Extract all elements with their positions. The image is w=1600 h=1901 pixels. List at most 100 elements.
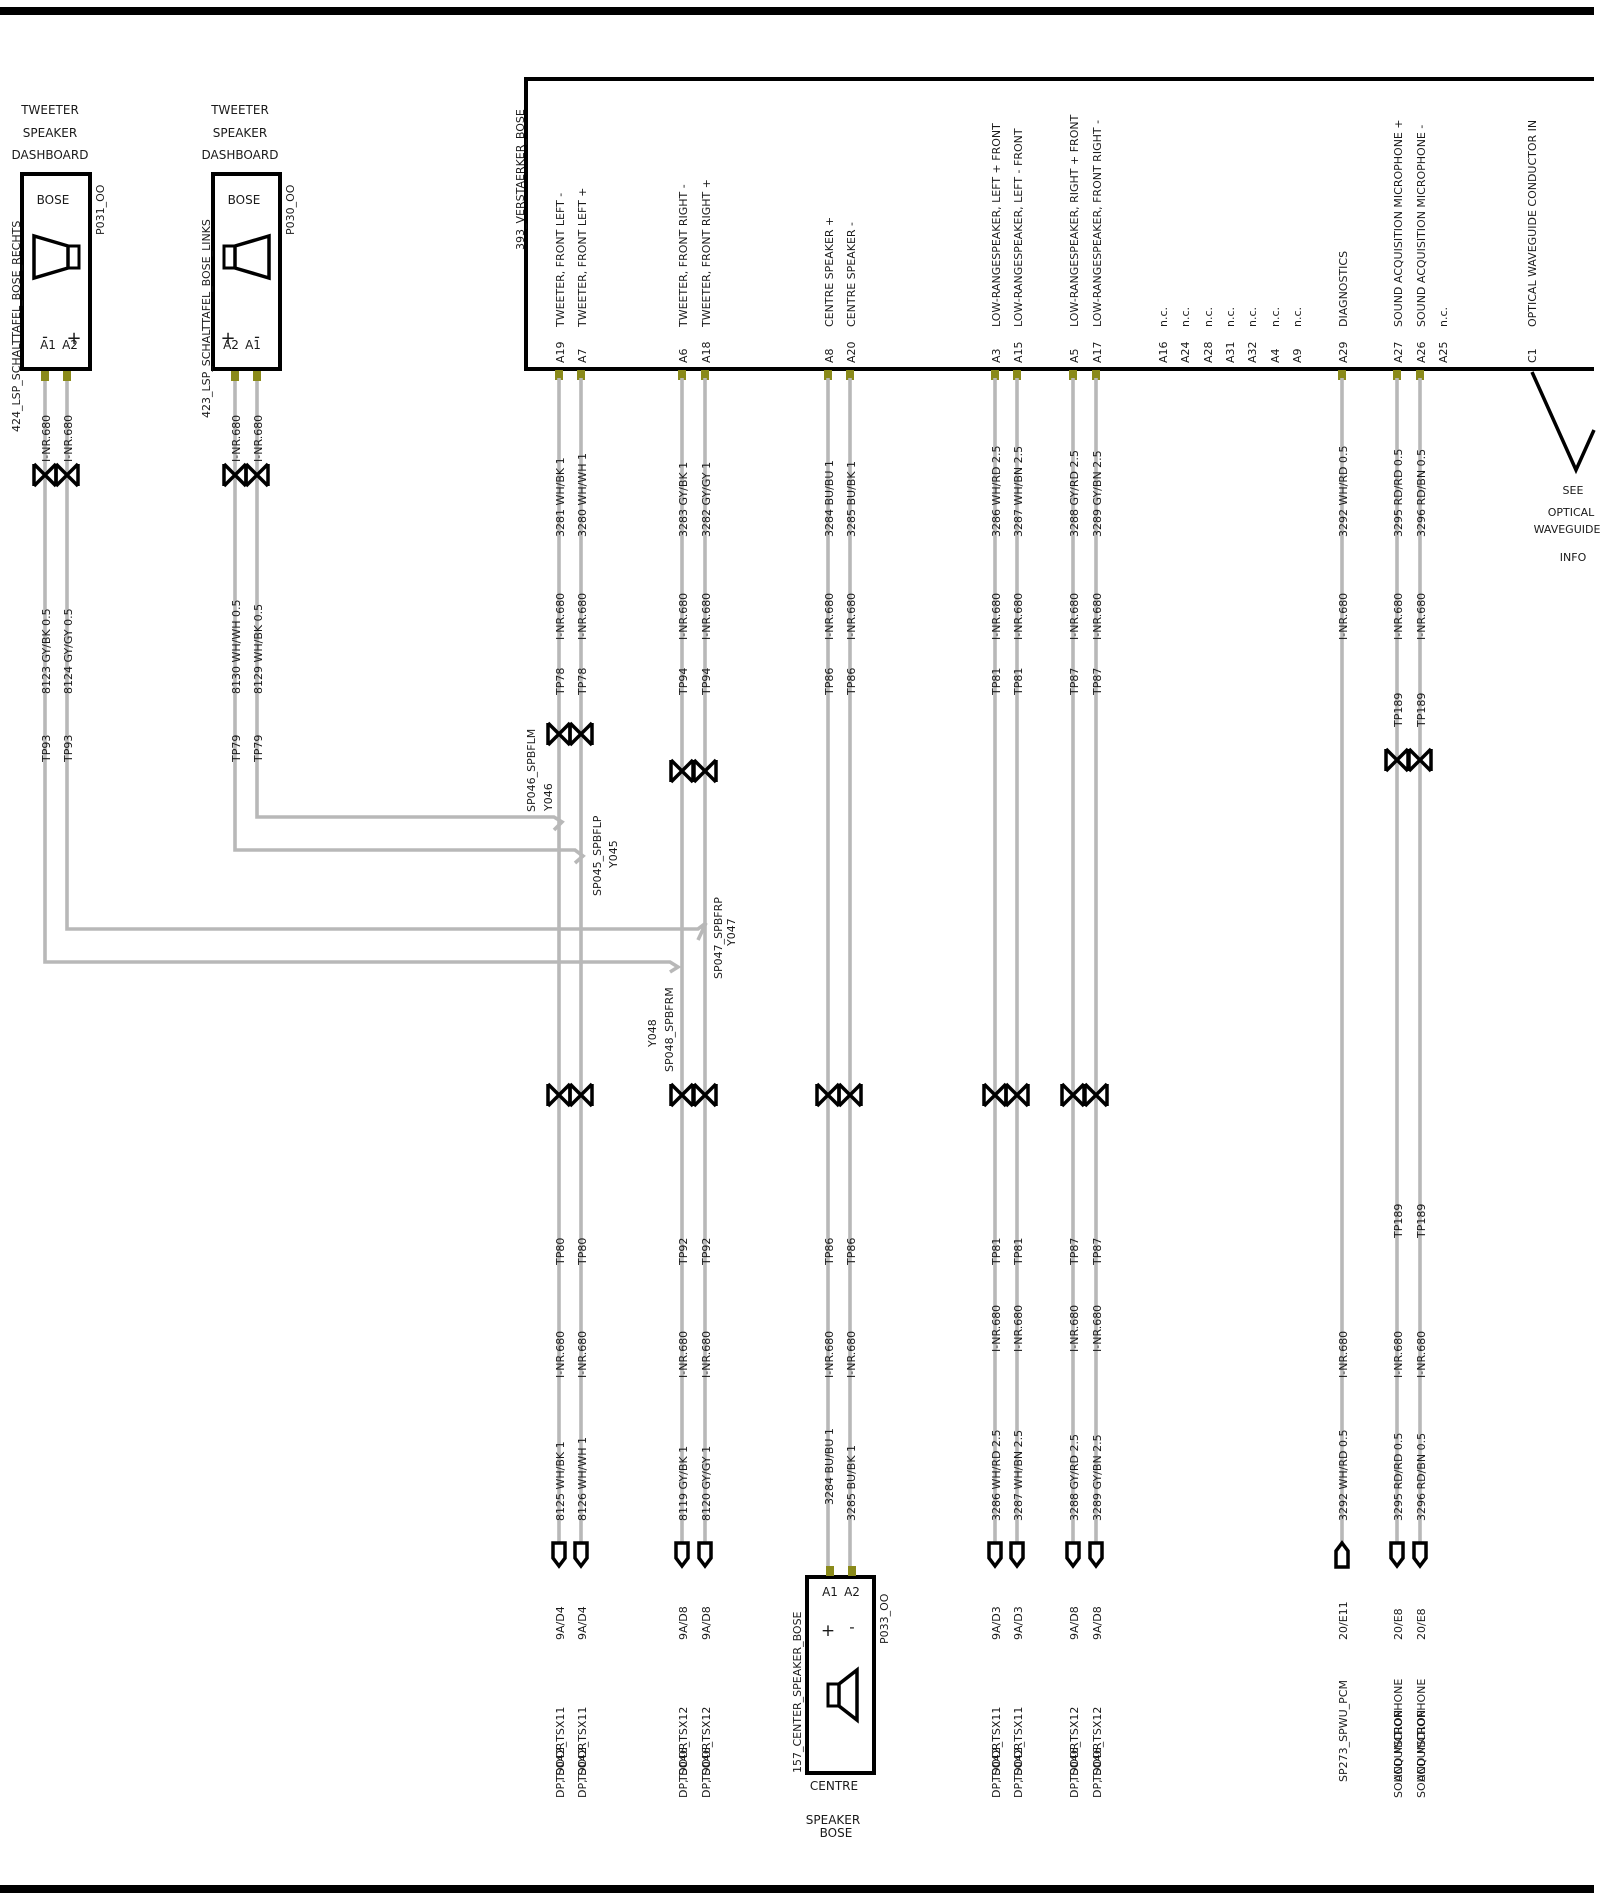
tweeter-right-sign-2: + (66, 328, 81, 349)
tweeter-right-sign-1: - (42, 327, 48, 346)
amplifier-pin-label: SOUND ACQUISITION MICROPHONE + (1392, 119, 1405, 327)
left-wire-tp: TP79 (230, 735, 243, 763)
tweeter-right-header-2: SPEAKER (23, 126, 77, 140)
amplifier-pin-label: LOW-RANGESPEAKER, LEFT - FRONT (1012, 128, 1025, 327)
splice-y046-id: Y046 (542, 783, 555, 812)
tweeter-right-pin-1: A1 (40, 338, 56, 352)
terminal-icon (697, 1541, 713, 1569)
wire-ref: 9A/D4 (576, 1606, 589, 1640)
amplifier-pin-a20: A20 (845, 341, 858, 363)
amplifier-pin-a19: A19 (554, 341, 567, 363)
connector-icon (32, 462, 80, 488)
amplifier-pin-a3: A3 (990, 348, 1003, 363)
wire-bottom-label: 8125 WH/BK 1 (554, 1441, 567, 1521)
wire-bottom-label: 3296 RD/BN 0.5 (1415, 1433, 1428, 1521)
amplifier-name: 393_VERSTAERKER_BOSE (514, 109, 527, 250)
amplifier-pin-a32: A32 (1246, 341, 1259, 363)
wire-tp-top: TP81 (1012, 668, 1025, 696)
wire-inr-top: I-NR.680 (1415, 593, 1428, 640)
wire-bottom-label: 3288 GY/RD 2.5 (1068, 1434, 1081, 1521)
wire-inr-top: I-NR.680 (576, 593, 589, 640)
center-speaker-code: P033_OO (878, 1593, 891, 1644)
wire-bottom-label: 3285 BU/BK 1 (845, 1445, 858, 1521)
splice-sp046-label: SP046_SPBFLM (525, 729, 538, 812)
wire-dest-code: ACQUISITION (1415, 1710, 1428, 1782)
tweeter-left-component: TWEETER SPEAKER DASHBOARD BOSE A2 A1 + -… (200, 103, 297, 418)
wire-tp-top: TP78 (554, 668, 567, 696)
amplifier-pin-a28: A28 (1202, 341, 1215, 363)
amplifier-pin-c1: C1 (1526, 348, 1539, 363)
amplifier-pin-label: SOUND ACQUISITION MICROPHONE - (1415, 125, 1428, 327)
amplifier-pin-label: n.c. (1246, 307, 1259, 327)
amplifier-pin-label: TWEETER, FRONT RIGHT - (677, 184, 690, 328)
amplifier-box (524, 77, 1594, 371)
tweeter-left-code: P030_OO (284, 184, 297, 235)
wire-inr-top: I-NR.680 (677, 593, 690, 640)
wire-inr-top: I-NR.680 (700, 593, 713, 640)
splice-sp045-label: SP045_SPBFLP (591, 815, 604, 896)
amplifier-pin-label: TWEETER, FRONT LEFT + (576, 187, 589, 328)
wire-tp-bottom: TP87 (1068, 1238, 1081, 1266)
wire-tp-bottom: TP81 (990, 1238, 1003, 1266)
wire-inr-top: I-NR.680 (1012, 593, 1025, 640)
wire-inr-bottom: I-NR.680 (823, 1331, 836, 1378)
wire-dest: DP, DOOR (990, 1742, 1003, 1798)
amplifier-pin-label: n.c. (1224, 307, 1237, 327)
see-note-1: SEE (1563, 484, 1584, 497)
center-speaker-footer-2: SPEAKER (806, 1813, 860, 1827)
splice-y047-id: Y047 (725, 918, 738, 947)
left-wire-inr: I-NR.680 (230, 415, 243, 462)
wire-inr-top: I-NR.680 (1392, 593, 1405, 640)
tweeter-right-brand: BOSE (37, 193, 70, 207)
connector-icon (982, 1082, 1030, 1108)
wire-dest: DP, DOOR (700, 1742, 713, 1798)
wire-top-label: 3287 WH/BN 2.5 (1012, 446, 1025, 537)
amplifier-pin-label: TWEETER, FRONT LEFT - (554, 193, 567, 328)
tweeter-right-code: P031_OO (94, 184, 107, 235)
wire-dest: DP, DOOR (677, 1742, 690, 1798)
wire-ref: 9A/D3 (1012, 1606, 1025, 1640)
tweeter-left-name: 423_LSP_SCHALTTAFEL_BOSE_LINKS (200, 219, 213, 418)
wire-tp-bottom: TP80 (576, 1238, 589, 1266)
wire-inr-bottom: I-NR.680 (1068, 1305, 1081, 1352)
terminal-icon (1334, 1540, 1350, 1569)
center-speaker-box (805, 1575, 876, 1775)
wire-inr-top: I-NR.680 (554, 593, 567, 640)
wire-inr-bottom: I-NR.680 (1392, 1331, 1405, 1378)
tweeter-left-header-3: DASHBOARD (202, 148, 279, 162)
wire-tp-top: TP94 (700, 668, 713, 696)
main-wires: 3281 WH/BK 1I-NR.680TP78TP80I-NR.6808125… (546, 370, 1433, 1798)
center-speaker-component: A1 A2 + - 157_CENTER_SPEAKER_BOSE P033_O… (791, 1566, 891, 1840)
center-speaker-sign-1: + (821, 1621, 835, 1641)
left-wire-tp: TP93 (40, 735, 53, 763)
wire-ref: 9A/D8 (700, 1606, 713, 1640)
amplifier-pin-label: LOW-RANGESPEAKER, LEFT + FRONT (990, 123, 1003, 327)
wire-ref: 20/E11 (1337, 1601, 1350, 1640)
wire-top-label: 3285 BU/BK 1 (845, 461, 858, 537)
wire-bottom-label: 3289 GY/BN 2.5 (1091, 1434, 1104, 1521)
terminal-icon (674, 1541, 690, 1569)
amplifier-pin-label: n.c. (1179, 307, 1192, 327)
wire-dest-code: TS046_TSX12 (677, 1707, 690, 1783)
connector-icon (1384, 747, 1433, 773)
terminal-icon (1389, 1541, 1405, 1569)
see-note-3: WAVEGUIDE (1534, 523, 1600, 536)
splice-y045-id: Y045 (607, 840, 620, 869)
left-wire-tp: TP93 (62, 735, 75, 763)
wire-inr-top: I-NR.680 (823, 593, 836, 640)
wire-dest: DP, DOOR (1091, 1742, 1104, 1798)
wire-inr-bottom: I-NR.680 (1012, 1305, 1025, 1352)
wire-inr-bottom: I-NR.680 (700, 1331, 713, 1378)
wire-top-label: 3289 GY/BN 2.5 (1091, 450, 1104, 537)
wire-ref: 9A/D8 (1068, 1606, 1081, 1640)
connector-icon (669, 758, 718, 784)
wire-bottom-label: 3292 WH/RD 0.5 (1337, 1430, 1350, 1521)
wire-inr-bottom: I-NR.680 (554, 1331, 567, 1378)
wire-top-label: 3292 WH/RD 0.5 (1337, 446, 1350, 537)
tweeter-right-pin-2: A2 (62, 338, 78, 352)
amplifier-pin-label: n.c. (1202, 307, 1215, 327)
terminal-icon (573, 1541, 589, 1569)
wire-8123 (43, 372, 682, 974)
wire-tp-top: TP86 (845, 668, 858, 696)
terminal-icon (987, 1541, 1003, 1569)
